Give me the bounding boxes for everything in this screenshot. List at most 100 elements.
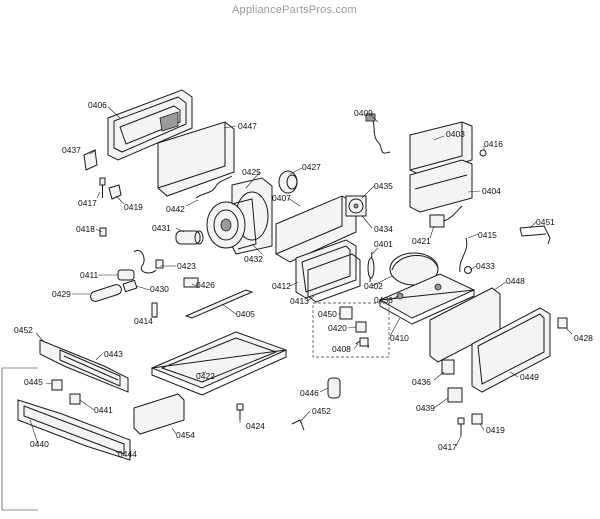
callout-0430: 0430 (150, 284, 169, 294)
callout-0407: 0407 (272, 193, 291, 203)
callout-0406: 0406 (88, 100, 107, 110)
callout-0417: 0417 (438, 442, 457, 452)
part-0406-frame (107, 89, 193, 161)
callout-0416: 0416 (484, 139, 503, 149)
callout-0426: 0426 (196, 280, 215, 290)
callout-0444: 0444 (118, 449, 137, 459)
callout-0404: 0404 (482, 186, 501, 196)
part-0413-gasket (307, 253, 361, 303)
part-0409-power-cord (365, 113, 391, 154)
part-0419-clip-lower (471, 413, 483, 425)
callout-0420: 0420 (328, 323, 347, 333)
electrical-group-box (312, 302, 390, 358)
callout-labels: 0406 0447 0437 0417 0419 0442 0425 0427 … (14, 100, 593, 459)
part-0407-panel (275, 195, 357, 263)
part-0437-bracket (83, 149, 98, 171)
callout-0432: 0432 (244, 254, 263, 264)
part-0411-valve (117, 269, 135, 281)
part-0431-cylinder (175, 230, 204, 245)
callout-0454: 0454 (176, 430, 195, 440)
part-0447-cover (157, 121, 235, 197)
part-0442-wire (195, 175, 233, 199)
callout-0440: 0440 (30, 439, 49, 449)
callout-0419: 0419 (124, 202, 143, 212)
part-0420-overload (355, 321, 367, 333)
part-0426-connector (183, 277, 199, 288)
part-0429-tube (90, 284, 122, 302)
part-0417-screw-lower (457, 417, 465, 436)
leader-lines (29, 106, 573, 454)
part-0405-rail (184, 289, 254, 319)
callout-0441: 0441 (94, 405, 113, 415)
part-0417-screw (99, 177, 106, 198)
part-0414-peg (151, 302, 158, 318)
part-0430-fitting (122, 279, 138, 293)
callout-0412: 0412 (272, 281, 291, 291)
callout-0450: 0450 (318, 309, 337, 319)
callout-0429: 0429 (52, 289, 71, 299)
part-0433-grommet (464, 266, 472, 274)
part-0439-module (447, 387, 463, 403)
callout-0435: 0435 (374, 181, 393, 191)
callout-0419: 0419 (486, 425, 505, 435)
callout-0447: 0447 (238, 121, 257, 131)
part-0402-compressor (389, 252, 439, 286)
part-0401-sensor (367, 251, 375, 283)
part-0424-screw (236, 403, 244, 420)
callout-0424: 0424 (246, 421, 265, 431)
callout-0431: 0431 (152, 223, 171, 233)
part-0412-frame (295, 239, 357, 299)
part-0419-clip (108, 184, 122, 200)
callout-0443: 0443 (104, 349, 123, 359)
part-0452-bracket (291, 419, 305, 431)
callout-0452: 0452 (312, 406, 331, 416)
part-0452-grille-frame (39, 339, 129, 393)
part-0427-cap (278, 170, 298, 194)
callout-0433: 0433 (476, 261, 495, 271)
callout-0415: 0415 (478, 230, 497, 240)
callout-0418: 0418 (76, 224, 95, 234)
callout-0439: 0439 (416, 403, 435, 413)
part-0428-clip (557, 317, 568, 329)
callout-0409: 0409 (354, 108, 373, 118)
callout-0451: 0451 (536, 217, 555, 227)
callout-0421: 0421 (412, 236, 431, 246)
part-0446-capacitor (327, 377, 341, 399)
callout-0405: 0405 (236, 309, 255, 319)
part-0410-base-plate (378, 273, 476, 325)
part-0408-capacitor-assy (355, 337, 369, 349)
callout-0449: 0449 (520, 372, 539, 382)
callout-0425: 0425 (242, 167, 261, 177)
part-0443-grille (59, 349, 121, 387)
callout-0414: 0414 (134, 316, 153, 326)
callout-0446: 0446 (300, 388, 319, 398)
callout-0445: 0445 (24, 377, 43, 387)
part-0445-bracket (51, 379, 63, 391)
part-0421-relay (429, 205, 463, 228)
part-0418-clip (99, 227, 107, 237)
callout-0401: 0401 (374, 239, 393, 249)
part-0416-cap (479, 149, 487, 157)
part-0454-tray (133, 393, 185, 435)
part-0441-clip (69, 393, 81, 405)
callout-0437: 0437 (62, 145, 81, 155)
callout-0436: 0436 (374, 295, 393, 305)
callout-0411: 0411 (80, 270, 99, 280)
part-0435-small-fan (345, 195, 367, 217)
callout-0403: 0403 (446, 129, 465, 139)
callout-0442: 0442 (166, 204, 185, 214)
watermark: AppliancePartsPros.com (232, 4, 357, 16)
part-0415-tube (459, 237, 468, 273)
callout-0434: 0434 (374, 224, 393, 234)
part-0440-kickplate (17, 399, 131, 461)
callout-0436: 0436 (412, 377, 431, 387)
part-0436-mounts (396, 283, 442, 300)
callout-0410: 0410 (390, 333, 409, 343)
callout-0423: 0423 (177, 261, 196, 271)
part-0436-board (441, 359, 455, 375)
callout-0413: 0413 (290, 296, 309, 306)
part-0422-drip-tray (150, 331, 288, 396)
callout-0408: 0408 (332, 344, 351, 354)
bottom-group-outline (1, 367, 38, 511)
